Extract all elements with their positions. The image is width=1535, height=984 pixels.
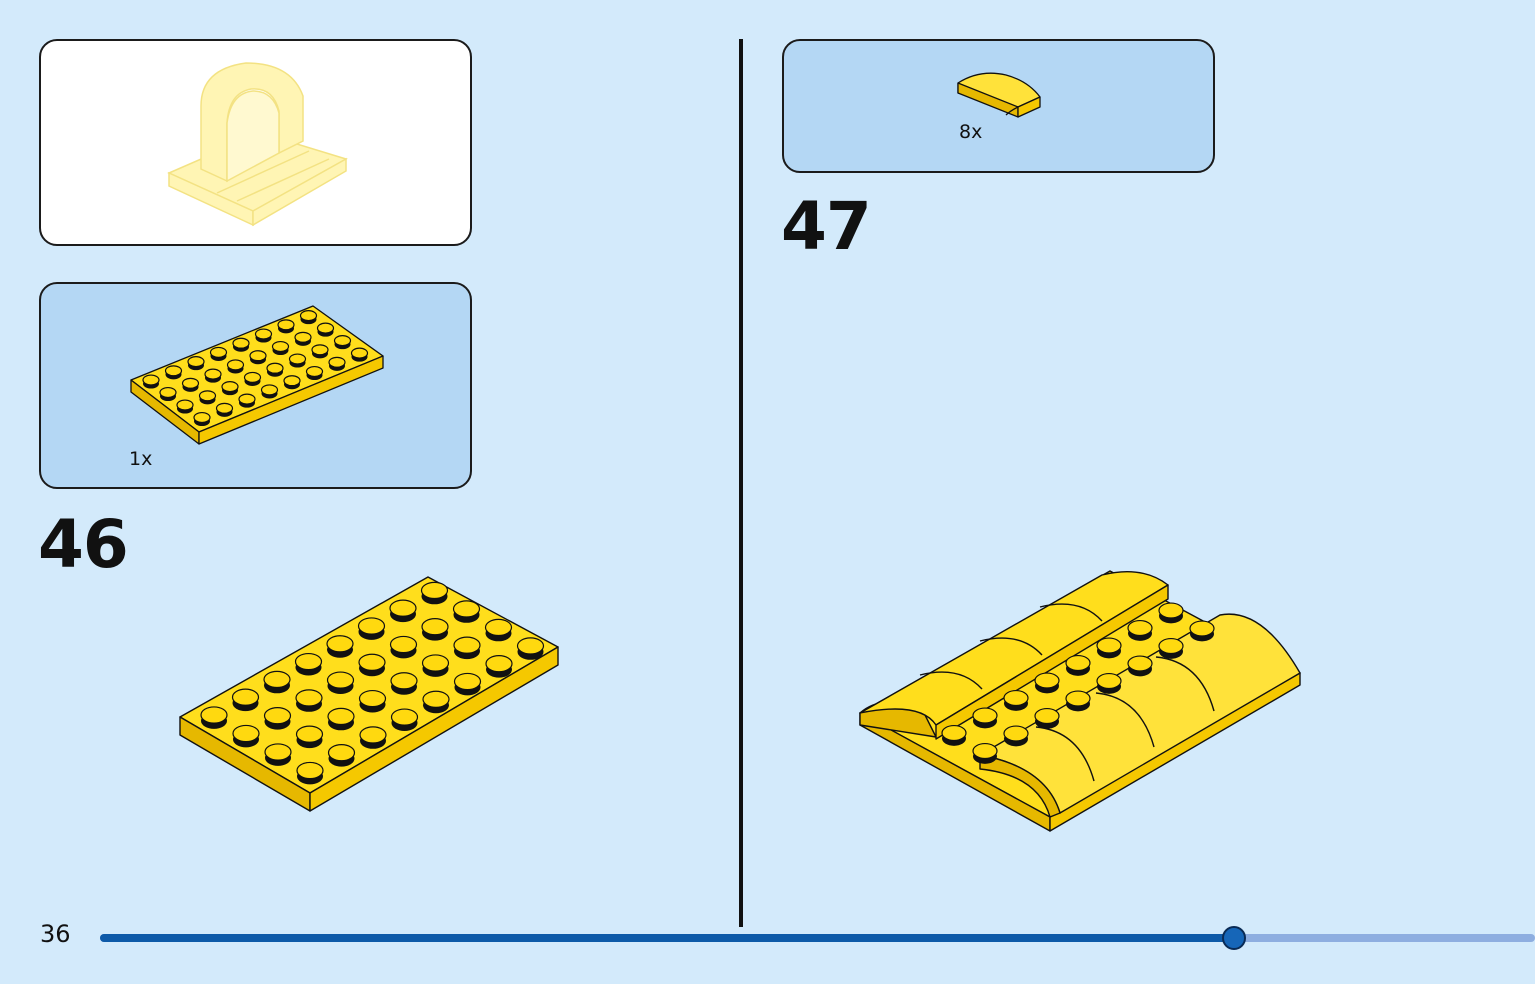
stud bbox=[1127, 619, 1153, 637]
stud bbox=[1096, 672, 1122, 690]
column-divider bbox=[739, 39, 743, 927]
stud bbox=[453, 636, 481, 654]
stud bbox=[283, 375, 301, 387]
stud bbox=[200, 706, 228, 724]
stud bbox=[215, 402, 234, 414]
context-preview-box bbox=[39, 39, 472, 246]
stud bbox=[390, 708, 419, 726]
stud bbox=[1127, 655, 1153, 672]
stud bbox=[263, 707, 292, 725]
parts-box-step-47: 8x bbox=[782, 39, 1215, 173]
stud bbox=[1034, 672, 1060, 689]
stud bbox=[209, 346, 228, 358]
stud bbox=[176, 399, 194, 411]
faded-assembly-preview-icon bbox=[167, 62, 348, 227]
stud bbox=[187, 356, 205, 368]
step-46-assembly-icon bbox=[179, 576, 559, 812]
stud bbox=[296, 761, 324, 780]
stud bbox=[266, 362, 284, 374]
stud bbox=[231, 688, 260, 706]
stud bbox=[295, 725, 324, 743]
stud bbox=[326, 635, 354, 653]
stud bbox=[249, 350, 267, 362]
stud bbox=[260, 384, 279, 396]
stud bbox=[226, 359, 245, 371]
stud bbox=[389, 599, 417, 617]
stud bbox=[485, 655, 513, 673]
stud bbox=[389, 635, 418, 654]
stud bbox=[232, 724, 260, 743]
stud bbox=[328, 356, 346, 368]
yellow-curved-slope-icon bbox=[957, 72, 1041, 118]
stud bbox=[452, 600, 481, 618]
progress-marker bbox=[1221, 926, 1246, 950]
page-number: 36 bbox=[40, 920, 71, 948]
stud bbox=[254, 328, 273, 340]
stud bbox=[243, 371, 262, 383]
stud bbox=[264, 743, 292, 761]
step-number: 46 bbox=[38, 506, 129, 583]
stud bbox=[422, 690, 450, 708]
stud bbox=[326, 671, 355, 689]
step-number: 47 bbox=[781, 188, 872, 265]
parts-quantity: 1x bbox=[129, 448, 153, 470]
stud bbox=[359, 726, 387, 744]
stud bbox=[299, 310, 318, 322]
stud bbox=[295, 689, 323, 707]
stud bbox=[327, 707, 355, 726]
stud bbox=[420, 581, 449, 600]
stud bbox=[1096, 637, 1122, 654]
stud bbox=[1189, 620, 1215, 637]
stud bbox=[311, 344, 329, 356]
stud bbox=[1003, 725, 1029, 742]
stud bbox=[294, 652, 323, 671]
stud bbox=[316, 322, 335, 334]
stud bbox=[357, 617, 386, 635]
stud bbox=[263, 670, 291, 689]
stud bbox=[198, 390, 217, 402]
stud bbox=[350, 347, 369, 359]
yellow-4x8-plate-icon bbox=[130, 305, 384, 445]
stud bbox=[1034, 707, 1060, 725]
stud bbox=[294, 331, 312, 343]
stud bbox=[204, 368, 222, 380]
progress-bar-fill bbox=[100, 934, 1234, 942]
stud bbox=[421, 654, 450, 672]
stud bbox=[238, 393, 256, 405]
stud bbox=[232, 337, 250, 349]
stud bbox=[390, 672, 418, 690]
stud bbox=[1158, 602, 1184, 619]
stud bbox=[358, 653, 386, 671]
stud bbox=[1065, 690, 1091, 707]
stud bbox=[516, 637, 545, 655]
stud bbox=[333, 335, 352, 347]
stud bbox=[193, 411, 211, 424]
parts-quantity: 8x bbox=[959, 121, 983, 143]
stud bbox=[142, 374, 160, 386]
stud bbox=[305, 365, 324, 378]
stud bbox=[421, 618, 449, 636]
stud bbox=[327, 744, 356, 762]
step-47-assembly-icon bbox=[859, 570, 1301, 832]
stud bbox=[159, 386, 177, 399]
stud bbox=[972, 742, 998, 760]
stud bbox=[277, 319, 295, 331]
stud bbox=[358, 689, 387, 708]
parts-box-step-46: 1x bbox=[39, 282, 472, 489]
stud bbox=[181, 377, 200, 389]
progress-bar bbox=[100, 926, 1535, 950]
stud bbox=[288, 353, 307, 365]
stud bbox=[164, 365, 183, 377]
stud bbox=[1065, 654, 1091, 672]
stud bbox=[1158, 637, 1184, 655]
stud bbox=[484, 618, 513, 637]
stud bbox=[972, 707, 998, 724]
stud bbox=[221, 381, 239, 393]
stud bbox=[453, 672, 482, 691]
stud bbox=[271, 340, 290, 353]
stud bbox=[941, 724, 967, 742]
stud bbox=[1003, 689, 1029, 707]
